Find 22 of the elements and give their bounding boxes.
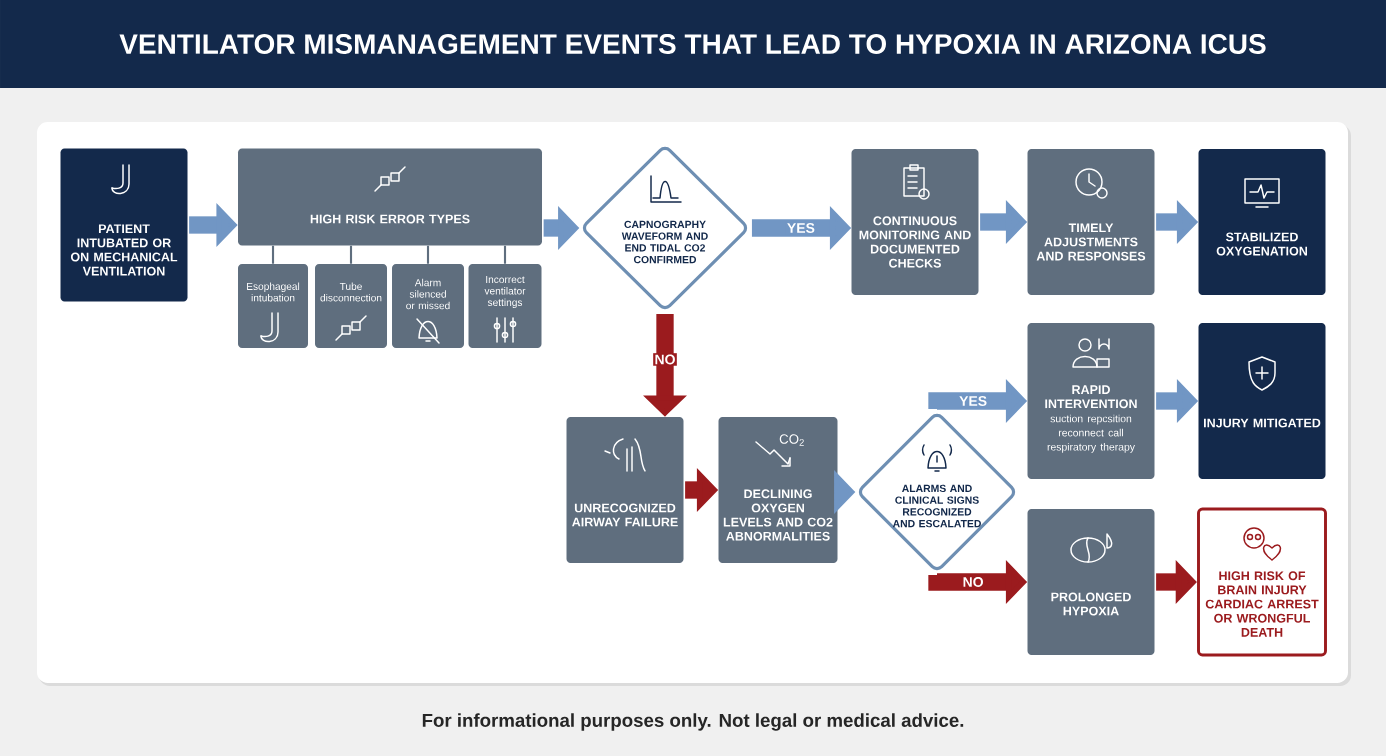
- connector-line: [271, 245, 275, 264]
- process-box: PROLONGED HYPOXIA: [1027, 509, 1155, 655]
- process-box: STABILIZED OXYGENATION: [1198, 149, 1326, 295]
- error-type-box: Incorrect ventilator settings: [468, 264, 542, 348]
- icon-label: CO$_{2}$: [779, 434, 804, 446]
- connector-line: [349, 245, 353, 264]
- process-box: CONTINUOUS MONITORING AND DOCUMENTED CHECKS: [851, 149, 979, 295]
- connector-line: [503, 245, 507, 264]
- process-box: UNRECOGNIZED AIRWAY FAILURE: [566, 417, 684, 563]
- process-box: RAPID INTERVENTION suction repcsition reconnect call respiratory therapy: [1027, 323, 1155, 479]
- outcome-box: HIGH RISK OF BRAIN INJURY CARDIAC ARREST OR WRONGFUL DEATH: [1197, 507, 1327, 657]
- process-box: INJURY MITIGATED: [1198, 323, 1326, 479]
- error-type-box: Esophageal intubation: [238, 264, 308, 348]
- connector-line: [426, 245, 430, 264]
- process-box: TIMELY ADJUSTMENTS AND RESPONSES: [1027, 149, 1155, 295]
- process-box: PATIENT INTUBATED OR ON MECHANICAL VENTILATION: [60, 148, 188, 302]
- footer-note: For informational purposes only. Not legal or medical advice.: [422, 713, 964, 731]
- error-type-box: Tube disconnection: [315, 264, 387, 348]
- process-box: HIGH RISK ERROR TYPES: [238, 148, 542, 246]
- error-type-box: Alarm silenced or missed: [392, 264, 464, 348]
- edge-label: NO: [653, 353, 677, 366]
- title-bar: VENTILATOR MISMANAGEMENT EVENTS THAT LEAD TO HYPOXIA IN ARIZONA ICUS: [0, 0, 1386, 88]
